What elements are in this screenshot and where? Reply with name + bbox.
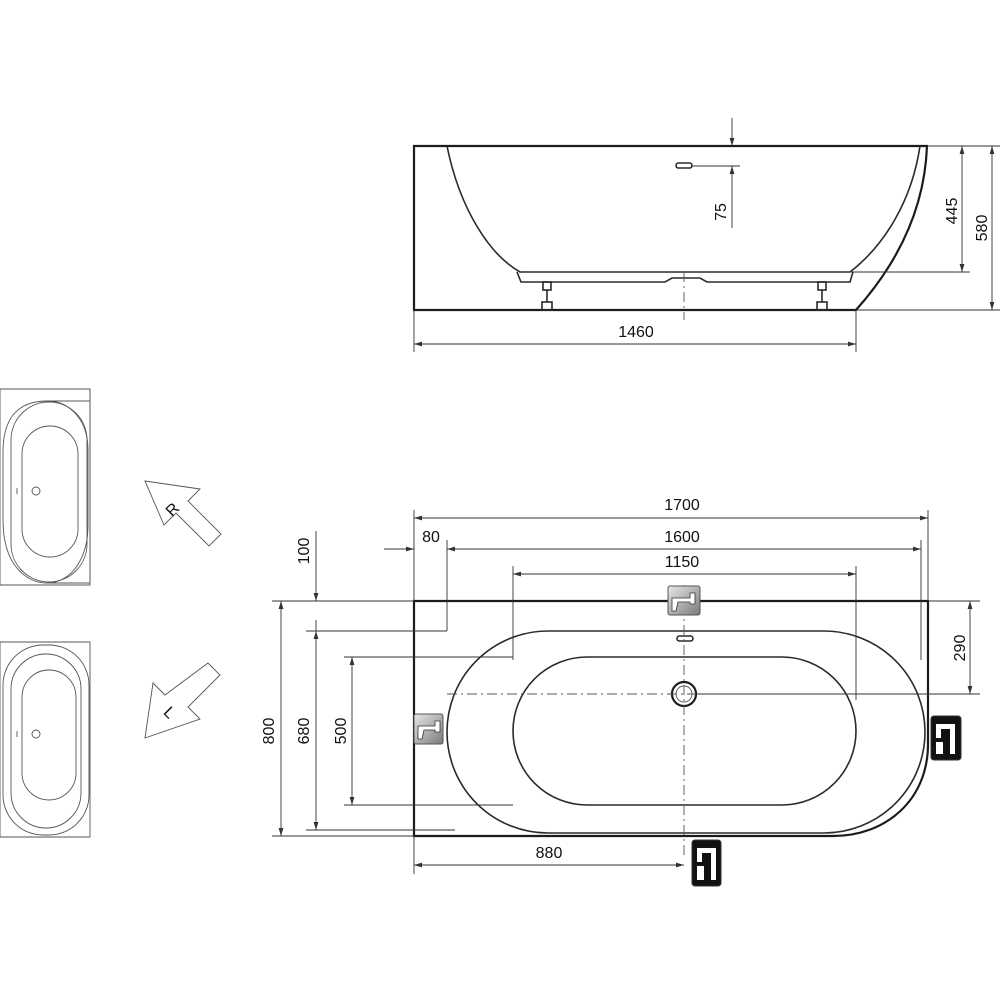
top-view: 1700 80 1600 1150 100 800 680 500 290 xyxy=(261,497,980,887)
dim-length-label: 1460 xyxy=(618,324,654,341)
dim-total-width-label: 800 xyxy=(261,718,278,745)
dim-total-length-label: 1700 xyxy=(664,497,700,514)
orientation-right-thumbnail xyxy=(0,388,91,586)
dim-inner-width-label: 680 xyxy=(296,718,313,745)
top-view-basin xyxy=(512,656,857,806)
side-view-inner-basin xyxy=(446,145,921,273)
faucet-position-right-icon xyxy=(930,715,962,761)
orientation-left-thumbnail xyxy=(0,641,91,838)
faucet-position-top-icon xyxy=(667,585,701,616)
dim-inner-height-label: 445 xyxy=(944,198,961,225)
arrow-right-variant: R xyxy=(144,480,222,547)
dim-overflow-label: 75 xyxy=(713,203,730,221)
arrow-left-variant: L xyxy=(144,662,221,739)
dim-drain-position-label: 880 xyxy=(536,845,563,862)
side-view-base xyxy=(516,271,854,283)
dim-basin-width-label: 500 xyxy=(333,718,350,745)
side-view-outline xyxy=(412,144,929,312)
dim-basin-length-label: 1150 xyxy=(665,554,700,571)
top-view-rim xyxy=(446,630,926,834)
overflow-icon-top xyxy=(676,635,694,642)
faucet-position-bottom-icon xyxy=(691,839,722,887)
side-view: 75 445 580 1460 xyxy=(412,118,1000,352)
dim-inner-length-label: 1600 xyxy=(664,529,700,546)
top-view-outline xyxy=(412,599,930,838)
left-variant-label: L xyxy=(160,704,178,722)
dim-drain-offset-label: 290 xyxy=(952,635,969,662)
dim-offset-label: 80 xyxy=(422,529,440,546)
side-view-feet xyxy=(541,281,828,311)
overflow-icon xyxy=(675,162,693,169)
faucet-position-left-icon xyxy=(413,713,444,745)
dim-total-height-label: 580 xyxy=(974,215,991,242)
dim-top-margin-label: 100 xyxy=(296,538,313,565)
